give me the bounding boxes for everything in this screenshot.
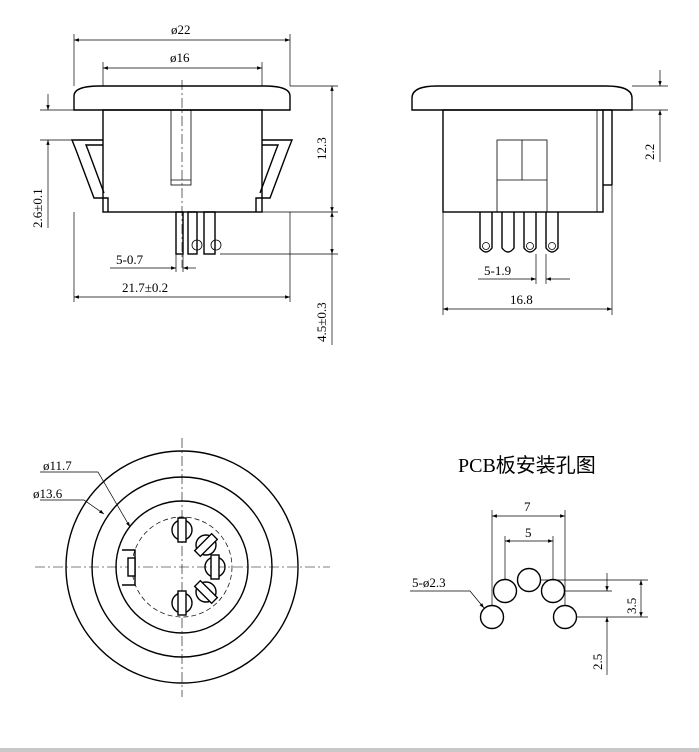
- pcb-dim-7: 7: [524, 499, 531, 514]
- label-diameter-11-7: ø11.7: [43, 458, 72, 473]
- dim-flange-diameter: ø22: [171, 22, 191, 37]
- pcb-hole-pattern: PCB板安装孔图 7 5 3.5 2.5 5-ø2.3: [410, 454, 648, 675]
- dim-body-diameter: ø16: [170, 50, 190, 65]
- pcb-hole-label: 5-ø2.3: [412, 575, 446, 590]
- dim-lead-pitch: 5-1.9: [484, 263, 511, 278]
- dim-pin-width: 5-0.7: [116, 252, 144, 267]
- dim-side-width: 16.8: [510, 292, 533, 307]
- bottom-view: ø11.7 ø13.6: [33, 438, 330, 697]
- dim-lead-length: 4.5±0.3: [314, 302, 329, 342]
- pcb-dim-3-5: 3.5: [624, 598, 639, 614]
- pcb-dim-2-5: 2.5: [590, 654, 605, 670]
- side-view: 2.2 5-1.9 16.8: [411, 70, 668, 315]
- pcb-dim-5: 5: [525, 525, 532, 540]
- dim-flange-thickness: 2.2: [642, 144, 657, 160]
- front-view: ø22 ø16 12.3 4.5±0.3 2.6±0.1 5-0.7 21.7±…: [30, 22, 338, 345]
- dim-overall-width: 21.7±0.2: [122, 280, 168, 295]
- pcb-title: PCB板安装孔图: [458, 454, 596, 477]
- dim-flange-gap: 2.6±0.1: [30, 188, 45, 228]
- dim-body-height: 12.3: [314, 137, 329, 160]
- bottom-scroll-strip: [0, 748, 699, 752]
- label-diameter-13-6: ø13.6: [33, 486, 63, 501]
